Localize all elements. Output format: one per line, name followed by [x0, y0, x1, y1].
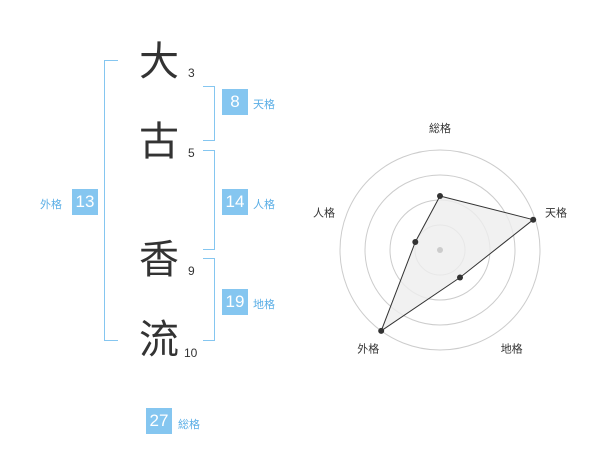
name-char-1: 大 — [139, 39, 179, 85]
soukaku-label: 総格 — [178, 418, 200, 431]
jinkaku-value: 14 — [222, 189, 248, 215]
stroke-count-1: 3 — [188, 66, 195, 80]
name-char-3: 香 — [139, 237, 179, 283]
gaikaku-label: 外格 — [40, 198, 62, 211]
radar-axis-label-3: 地格 — [501, 342, 523, 356]
chikaku-value: 19 — [222, 289, 248, 315]
radar-ring-3 — [364, 174, 516, 326]
radar-center-dot — [437, 247, 443, 253]
radar-axis-label-5: 人格 — [313, 205, 335, 219]
radar-axis-label-2: 天格 — [545, 205, 567, 219]
name-char-2: 古 — [139, 119, 179, 165]
radar-axis-label-1: 総格 — [429, 121, 451, 135]
gaikaku-bracket — [104, 60, 118, 341]
radar-series-area — [380, 195, 535, 333]
tenkaku-value: 8 — [222, 89, 248, 115]
jinkaku-bracket — [203, 150, 215, 250]
radar-point-5 — [412, 239, 419, 245]
gaikaku-value: 13 — [72, 189, 98, 215]
radar-point-3 — [457, 274, 463, 281]
name-char-4: 流 — [139, 317, 179, 363]
radar-point-2 — [530, 216, 537, 223]
chikaku-label: 地格 — [253, 298, 275, 311]
jinkaku-label: 人格 — [253, 198, 275, 211]
radar-axis-label-4: 外格 — [357, 342, 379, 356]
stroke-count-3: 9 — [188, 264, 195, 278]
soukaku-value: 27 — [146, 408, 172, 434]
tenkaku-label: 天格 — [253, 98, 275, 111]
chikaku-bracket — [203, 258, 215, 341]
radar-ring-4 — [339, 149, 541, 351]
radar-point-4 — [378, 327, 385, 334]
stroke-count-4: 10 — [184, 346, 198, 360]
tenkaku-bracket — [203, 86, 215, 141]
stroke-count-2: 5 — [188, 146, 195, 160]
radar-point-1 — [437, 193, 443, 199]
